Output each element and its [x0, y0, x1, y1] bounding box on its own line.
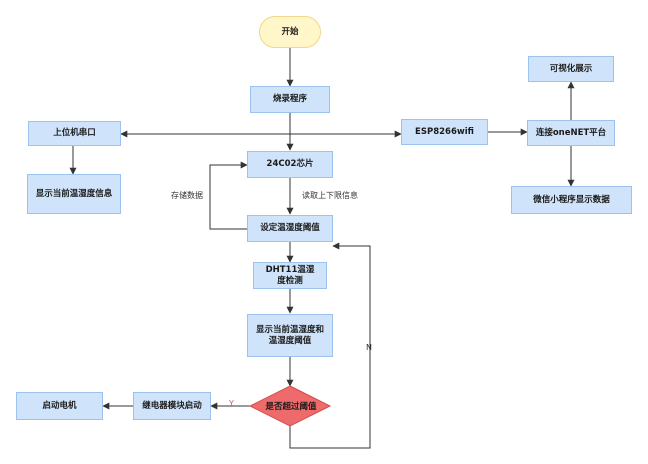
- host-serial-node: 上位机串口: [28, 121, 121, 146]
- onenet-node: 连接oneNET平台: [527, 120, 615, 146]
- set-threshold-node: 设定温湿度阈值: [247, 215, 333, 242]
- read-limits-label: 读取上下限信息: [302, 191, 358, 200]
- no-label: N: [366, 343, 372, 352]
- wechat-miniprogram-node: 微信小程序显示数据: [511, 186, 632, 214]
- show-current-and-threshold-node: 显示当前温湿度和 温湿度阈值: [247, 314, 333, 357]
- visualization-node: 可视化展示: [528, 56, 614, 82]
- decision-label: 是否超过阈值: [265, 402, 317, 412]
- decision-diamond: [248, 385, 332, 427]
- show-host-info-node: 显示当前温湿度信息: [27, 174, 121, 214]
- burn-program-node: 烧录程序: [250, 86, 330, 113]
- eeprom-24c02-node: 24C02芯片: [247, 151, 333, 178]
- yes-label: Y: [229, 399, 234, 408]
- edge-threshold-chip-loop: [209, 161, 248, 230]
- esp8266-node: ESP8266wifi: [401, 119, 488, 145]
- edge-decision-no-loop: [289, 242, 371, 449]
- store-data-label: 存储数据: [171, 191, 203, 200]
- start-motor-node: 启动电机: [16, 392, 103, 420]
- dht11-detect-node: DHT11温湿 度检测: [253, 262, 327, 289]
- start-node: 开始: [259, 16, 321, 48]
- relay-start-node: 继电器模块启动: [133, 392, 211, 420]
